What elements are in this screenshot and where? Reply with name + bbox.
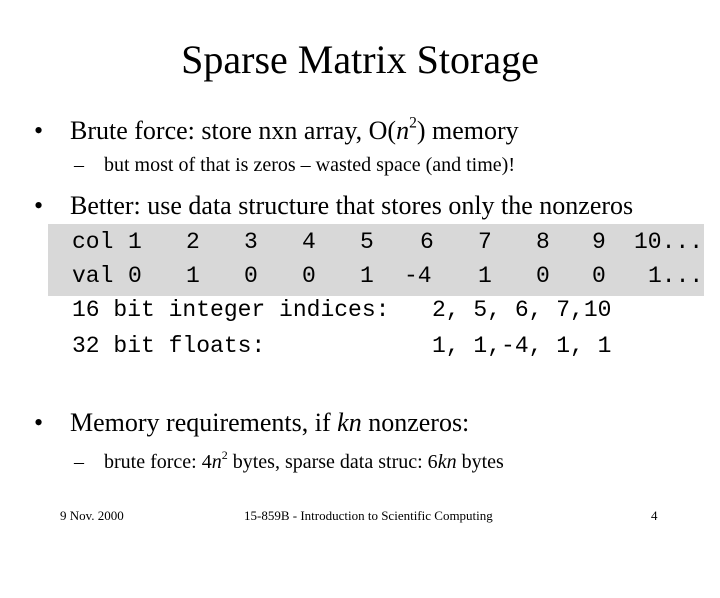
bullet-marker: •	[34, 191, 44, 220]
val-value: 0	[592, 263, 606, 289]
footer-course: 15-859B - Introduction to Scientific Com…	[244, 508, 493, 523]
val-value: 0	[302, 263, 316, 289]
sub-bullet-text: but most of that is zeros – wasted space…	[104, 154, 515, 176]
col-row-highlight	[48, 224, 704, 260]
val-value: 1	[360, 263, 374, 289]
bullet-marker: •	[34, 408, 44, 437]
bullet-text: Better: use data structure that stores o…	[70, 191, 634, 220]
float-label: 32 bit floats:	[72, 333, 266, 359]
bullet-marker: •	[34, 116, 44, 145]
bullet-text: Memory requirements, if kn nonzeros:	[70, 408, 470, 437]
val-value: 1...	[648, 263, 704, 289]
val-label: val	[72, 263, 114, 289]
col-value: 8	[536, 229, 550, 255]
index-row: 16 bit integer indices: 2, 5, 6, 7,10	[72, 296, 632, 324]
val-row: val 0 1 0 0 1 -4 1 0 0 1...	[72, 262, 704, 290]
val-value: 0	[536, 263, 550, 289]
float-row: 32 bit floats: 1, 1,-4, 1, 1	[72, 332, 632, 360]
col-value: 9	[592, 229, 606, 255]
val-value: 0	[128, 263, 142, 289]
col-label: col	[72, 229, 114, 255]
col-value: 3	[244, 229, 258, 255]
col-row: col 1 2 3 4 5 6 7 8 9 10...	[72, 228, 704, 256]
sub-bullet-wasted-space: – but most of that is zeros – wasted spa…	[74, 153, 674, 177]
val-row-highlight	[48, 260, 704, 296]
col-value: 10...	[634, 229, 704, 255]
col-value: 1	[128, 229, 142, 255]
slide-title: Sparse Matrix Storage	[181, 37, 539, 82]
bullet-memory: • Memory requirements, if kn nonzeros:	[34, 408, 634, 438]
sub-bullet-text: brute force: 4n2 bytes, sparse data stru…	[104, 448, 504, 473]
col-value: 4	[302, 229, 316, 255]
val-value: 0	[244, 263, 258, 289]
bullet-brute-force: • Brute force: store nxn array, O(n2) me…	[34, 114, 694, 146]
sub-bullet-marker: –	[74, 451, 84, 473]
col-value: 7	[478, 229, 492, 255]
val-value: -4	[404, 263, 432, 289]
page-number: 4	[651, 508, 658, 523]
bullet-text: Brute force: store nxn array, O(n2) memo…	[70, 114, 519, 145]
float-values: 1, 1,-4, 1, 1	[432, 333, 612, 359]
val-value: 1	[186, 263, 200, 289]
index-label: 16 bit integer indices:	[72, 297, 390, 323]
index-values: 2, 5, 6, 7,10	[432, 297, 612, 323]
val-value: 1	[478, 263, 492, 289]
col-value: 5	[360, 229, 374, 255]
col-value: 2	[186, 229, 200, 255]
footer-date: 9 Nov. 2000	[60, 508, 124, 523]
sub-bullet-memory: – brute force: 4n2 bytes, sparse data st…	[74, 448, 674, 474]
col-value: 6	[420, 229, 434, 255]
sub-bullet-marker: –	[74, 154, 84, 176]
bullet-better: • Better: use data structure that stores…	[34, 191, 704, 221]
